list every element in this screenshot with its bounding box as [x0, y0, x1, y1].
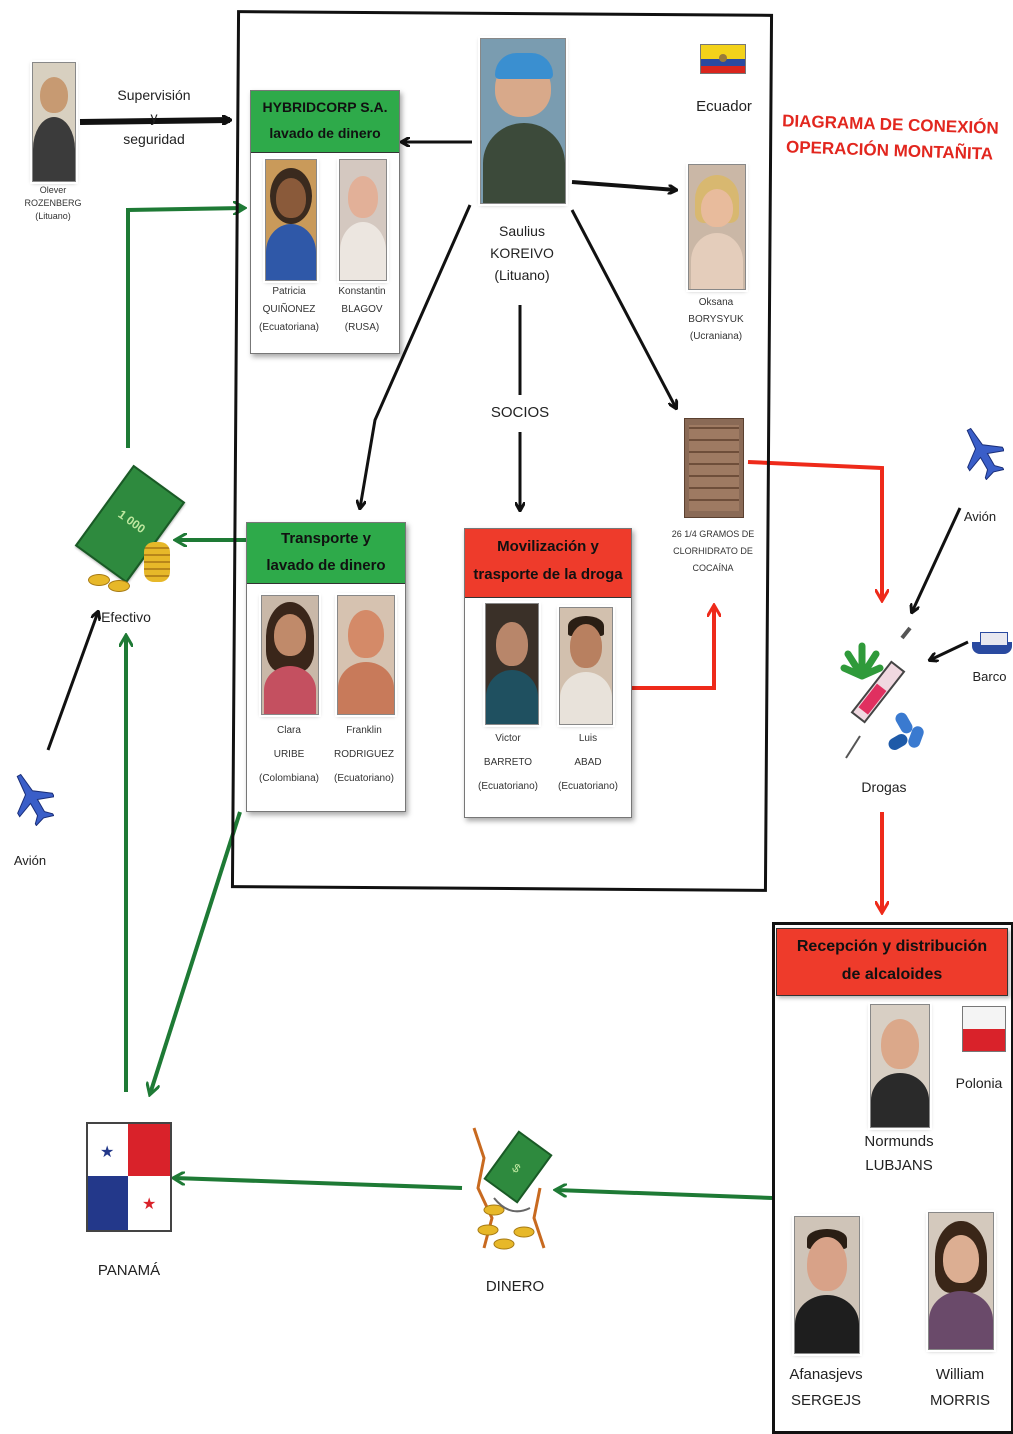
arrow-efectivo-to-hybridcorp — [126, 208, 244, 448]
luis-caption: Luis ABAD (Ecuatoriano) — [557, 733, 619, 792]
cap-icon — [495, 53, 553, 79]
arrow-cocaine-to-drogas — [747, 460, 882, 600]
clara-caption: Clara URIBE (Colombiana) — [258, 725, 320, 784]
avion-left-label: Avión — [13, 853, 47, 868]
arrow-leader-to-cocaine — [570, 209, 676, 408]
arrow-dinero-to-panama — [174, 1178, 463, 1190]
avion-right-label: Avión — [963, 509, 997, 524]
afanasjevs-caption: Afanasjevs SERGEJS — [789, 1366, 863, 1409]
arrow-barco-to-drogas — [930, 640, 969, 660]
photo-franklin — [337, 595, 395, 715]
airplane-icon-left — [10, 770, 56, 827]
photo-afanasjevs — [794, 1216, 860, 1354]
pills-icon — [888, 712, 924, 750]
transporte-group: Transporte y lavado de dinero Clara URIB… — [246, 522, 406, 812]
photo-oksana — [688, 164, 746, 290]
cash-icon: 1 000 — [74, 454, 186, 594]
photo-clara — [261, 595, 319, 715]
arrow-transporte-to-panama — [150, 811, 242, 1094]
leader-caption: Saulius KOREIVO (Lituano) — [490, 223, 554, 283]
airplane-icon-right — [960, 424, 1006, 481]
money-icon: $ — [464, 1118, 556, 1268]
normunds-caption: Normunds LUBJANS — [864, 1133, 934, 1174]
william-caption: William MORRIS — [930, 1366, 990, 1409]
efectivo-label: Efectivo — [101, 609, 151, 625]
cash-bill-text: 1 000 — [115, 507, 149, 537]
arrow-avion-to-efectivo — [46, 612, 98, 751]
arrow-avion-to-drogas — [912, 507, 962, 612]
recepcion-frame — [772, 922, 1013, 1434]
left-person-caption: Olever ROZENBERG (Lituano) — [24, 185, 82, 221]
poland-flag-icon — [962, 1006, 1006, 1052]
barco-label: Barco — [972, 669, 1007, 684]
movilizacion-header: Movilización y trasporte de la droga — [465, 529, 631, 598]
photo-luis — [559, 607, 613, 725]
drugs-icon — [840, 616, 930, 766]
supervision-label: Supervisión y seguridad — [117, 87, 191, 147]
photo-leader — [480, 38, 566, 204]
cannabis-leaf-icon — [840, 642, 884, 680]
arrow-recepcion-to-dinero — [556, 1190, 773, 1200]
photo-william — [928, 1212, 994, 1350]
arrow-leader-to-transporte — [360, 204, 472, 508]
photo-victor — [485, 603, 539, 725]
arrow-movilizacion-to-cocaine — [632, 606, 714, 690]
photo-left-person — [32, 62, 76, 182]
arrow-leader-to-oksana — [571, 180, 676, 190]
cocaine-caption: 26 1/4 GRAMOS DE CLORHIDRATO DE COCAÍNA — [671, 529, 755, 573]
photo-konstantin — [339, 159, 387, 281]
syringe-icon — [845, 626, 912, 759]
cocaine-package-icon — [684, 418, 744, 518]
drogas-label: Drogas — [861, 779, 907, 795]
franklin-caption: Franklin RODRIGUEZ (Ecuatoriano) — [333, 725, 395, 784]
patricia-caption: Patricia QUIÑONEZ (Ecuatoriana) — [258, 286, 320, 333]
konstantin-caption: Konstantin BLAGOV (RUSA) — [338, 286, 386, 333]
panama-label: PANAMÁ — [97, 1262, 161, 1279]
photo-normunds — [870, 1004, 930, 1128]
ship-icon — [972, 628, 1012, 656]
hybridcorp-header: HYBRIDCORP S.A. lavado de dinero — [251, 91, 399, 153]
recepcion-header: Recepción y distribución de alcaloides — [776, 928, 1008, 996]
transporte-header: Transporte y lavado de dinero — [247, 523, 405, 584]
photo-patricia — [265, 159, 317, 281]
dinero-label: DINERO — [485, 1278, 545, 1295]
hybridcorp-group: HYBRIDCORP S.A. lavado de dinero Patrici… — [250, 90, 400, 354]
victor-caption: Victor BARRETO (Ecuatoriano) — [477, 733, 539, 792]
socios-label: SOCIOS — [480, 404, 560, 422]
ecuador-label: Ecuador — [696, 98, 752, 115]
polonia-label: Polonia — [955, 1075, 1003, 1091]
diagram-title: DIAGRAMA DE CONEXIÓN OPERACIÓN MONTAÑITA — [781, 111, 1000, 164]
arrow-supervision — [79, 120, 230, 122]
ecuador-flag-icon — [700, 44, 746, 74]
movilizacion-group: Movilización y trasporte de la droga Vic… — [464, 528, 632, 818]
panama-flag-icon: ★ ★ — [86, 1122, 172, 1232]
oksana-caption: Oksana BORYSYUK (Ucraniana) — [688, 297, 744, 342]
